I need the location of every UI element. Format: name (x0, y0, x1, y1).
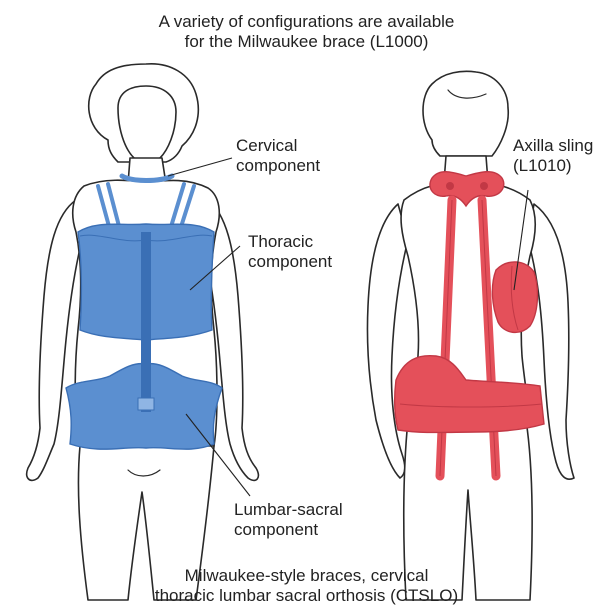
right-figure-left-arm (367, 204, 408, 478)
label-axilla-sling: Axilla sling (L1010) (513, 136, 593, 176)
right-figure-head (423, 71, 508, 156)
label-thoracic: Thoracic component (248, 232, 332, 272)
cervical-leader (168, 158, 232, 176)
left-figure (27, 64, 259, 600)
axilla-sling (492, 262, 537, 332)
header-title: A variety of configurations are availabl… (0, 12, 613, 52)
right-figure-right-arm (528, 204, 574, 479)
footer-caption: Milwaukee-style braces, cervical thoraci… (0, 566, 613, 606)
footer-line-2: thoracic lumbar sacral orthosis (CTSLO) (0, 586, 613, 606)
label-cervical: Cervical component (236, 136, 320, 176)
header-line-1: A variety of configurations are availabl… (0, 12, 613, 32)
footer-line-1: Milwaukee-style braces, cervical (0, 566, 613, 586)
label-lumbar-sacral: Lumbar-sacral component (234, 500, 343, 540)
spine-upright-bar (141, 232, 151, 412)
header-line-2: for the Milwaukee brace (L1000) (0, 32, 613, 52)
